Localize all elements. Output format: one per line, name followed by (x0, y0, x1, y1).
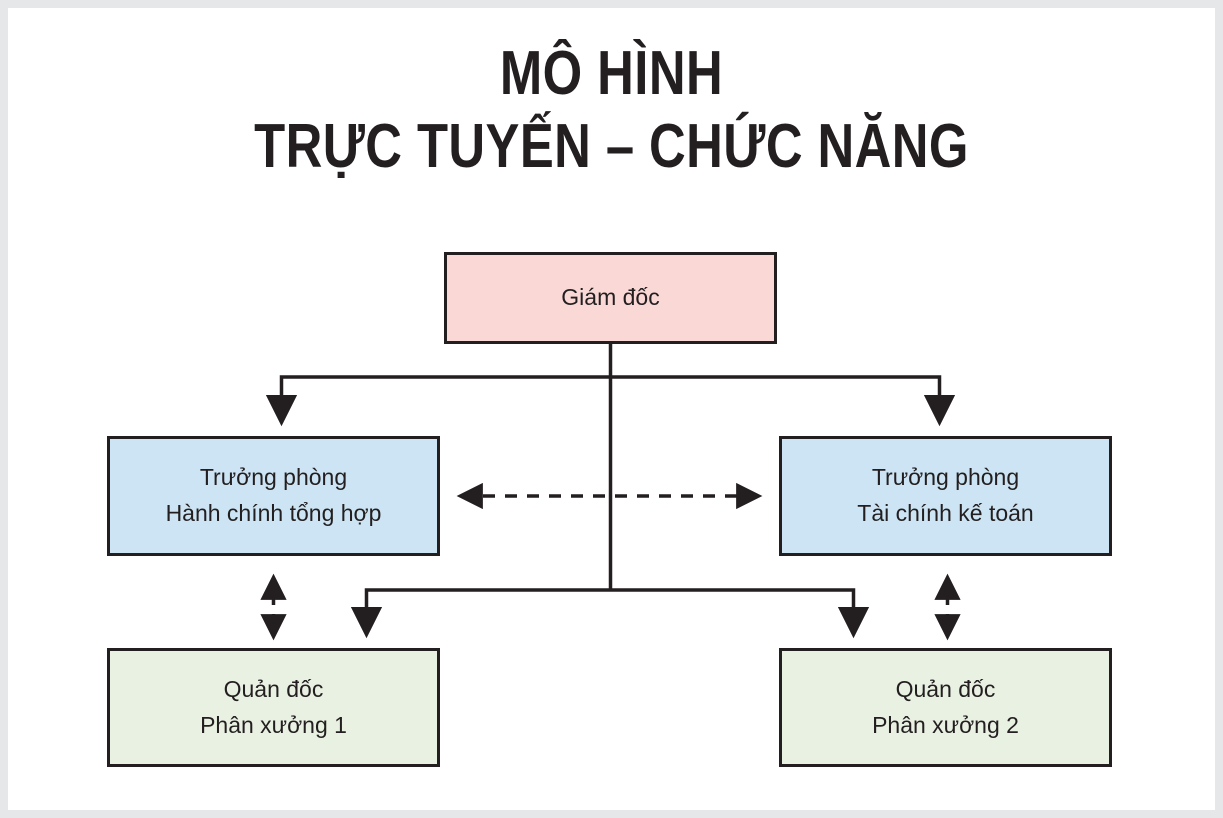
edge-director-to-finance (610, 375, 956, 427)
page-title: MÔ HÌNH TRỰC TUYẾN – CHỨC NĂNG (254, 39, 969, 181)
node-admin-department-head[interactable]: Trưởng phòng Hành chính tổng hợp (107, 436, 440, 556)
edge-director-to-admin (265, 375, 611, 427)
node-director[interactable]: Giám đốc (444, 252, 777, 344)
node-workshop-2-manager[interactable]: Quản đốc Phân xưởng 2 (779, 648, 1112, 767)
diagram-page: MÔ HÌNH TRỰC TUYẾN – CHỨC NĂNG Giám đốc … (8, 8, 1215, 810)
node-finance-department-head[interactable]: Trưởng phòng Tài chính kế toán (779, 436, 1112, 556)
edge-director-to-workshop1 (350, 588, 611, 639)
edge-director-to-workshop2 (610, 588, 870, 639)
node-workshop-1-manager[interactable]: Quản đốc Phân xưởng 1 (107, 648, 440, 767)
